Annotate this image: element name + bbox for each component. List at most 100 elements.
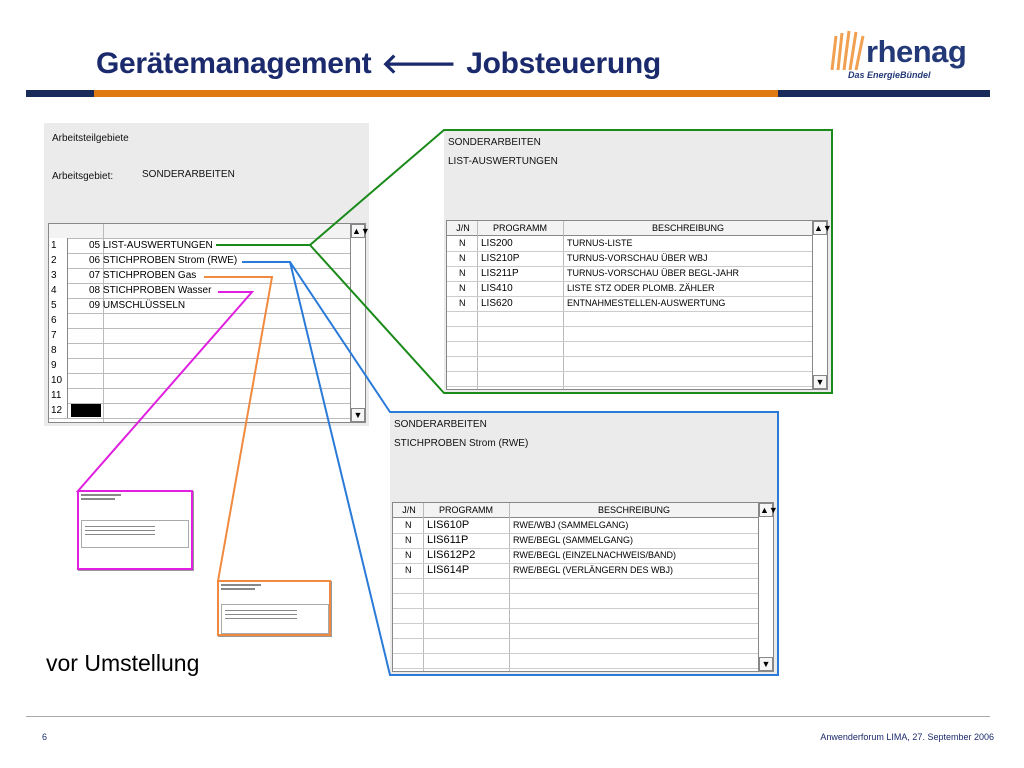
cell-desc: RWE/WBJ (SAMMELGANG) — [513, 520, 629, 530]
table-row[interactable]: 11 — [49, 388, 350, 404]
cell-desc: RWE/BEGL (SAMMELGANG) — [513, 535, 634, 545]
table-row[interactable]: 10 — [49, 373, 350, 389]
table-row[interactable] — [393, 593, 759, 609]
arbeitsgebiet-value: SONDERARBEITEN — [142, 169, 235, 180]
cell-jn: N — [459, 253, 466, 263]
column-divider — [563, 221, 564, 389]
selection-cursor — [71, 404, 101, 417]
table-row[interactable]: 6 — [49, 313, 350, 329]
table-row[interactable] — [447, 326, 813, 342]
row-name: 09 UMSCHLÜSSELN — [89, 300, 186, 311]
table-row[interactable]: 5 09 UMSCHLÜSSELN — [49, 298, 350, 314]
row-number: 5 — [49, 298, 68, 313]
row-number: 9 — [49, 358, 68, 373]
scroll-down-button[interactable]: ▼ — [813, 375, 827, 389]
table-row[interactable] — [393, 623, 759, 639]
row-number: 12 — [49, 403, 68, 418]
cell-prog: LIS200 — [481, 238, 513, 249]
scroll-up-button[interactable]: ▲▼ — [759, 503, 778, 517]
cell-prog: LIS620 — [481, 298, 513, 309]
column-divider — [423, 503, 424, 671]
table-row[interactable] — [447, 356, 813, 372]
column-header[interactable]: PROGRAMM — [493, 223, 547, 233]
cell-prog: LIS211P — [481, 268, 519, 279]
panel-line1: SONDERARBEITEN — [448, 137, 541, 148]
program-table: J/N PROGRAMM BESCHREIBUNG N LIS610P RWE/WBJ (… — [392, 502, 778, 672]
caption: vor Umstellung — [46, 650, 200, 676]
row-number: 7 — [49, 328, 68, 343]
table-header: J/N PROGRAMM BESCHREIBUNG — [447, 221, 813, 236]
cell-desc: ENTNAHMESTELLEN-AUSWERTUNG — [567, 298, 726, 308]
arbeitsgebiet-label: Arbeitsgebiet: — [52, 171, 114, 182]
column-header[interactable]: J/N — [402, 505, 416, 515]
column-header[interactable]: BESCHREIBUNG — [597, 505, 670, 515]
logo-fan-icon — [830, 30, 865, 71]
row-number: 6 — [49, 313, 68, 328]
column-header[interactable]: BESCHREIBUNG — [651, 223, 724, 233]
table-row[interactable] — [393, 608, 759, 624]
footer-event: Anwenderforum LIMA, 27. September 2006 — [820, 732, 994, 742]
column-header[interactable]: J/N — [456, 223, 470, 233]
panel-line2: STICHPROBEN Strom (RWE) — [394, 438, 529, 449]
logo-wordmark: rhenag — [866, 34, 967, 69]
cell-desc: LISTE STZ ODER PLOMB. ZÄHLER — [567, 283, 715, 293]
table-row[interactable] — [447, 341, 813, 357]
scroll-up-button[interactable]: ▲▼ — [813, 221, 832, 235]
cell-desc: TURNUS-LISTE — [567, 238, 633, 248]
table-row[interactable] — [393, 653, 759, 669]
cell-prog: LIS611P — [427, 534, 469, 546]
row-number: 1 — [49, 238, 68, 253]
cell-desc: TURNUS-VORSCHAU ÜBER BEGL-JAHR — [567, 268, 740, 278]
table-row[interactable] — [447, 311, 813, 327]
rhenag-logo: rhenag Das EnergieBündel — [826, 26, 986, 82]
row-number: 11 — [49, 388, 68, 403]
orange-connector — [204, 276, 331, 636]
row-number: 8 — [49, 343, 68, 358]
scroll-down-button[interactable]: ▼ — [351, 408, 365, 422]
scrollbar[interactable]: ▲▼ ▼ — [350, 224, 370, 422]
table-row[interactable]: 12 — [49, 403, 350, 419]
scrollbar[interactable]: ▲▼ ▼ — [812, 221, 832, 389]
thumbnail-gas — [218, 581, 332, 637]
cell-jn: N — [459, 298, 466, 308]
cell-jn: N — [459, 268, 466, 278]
title-left: Gerätemanagement — [96, 47, 372, 80]
table-row[interactable] — [393, 638, 759, 654]
column-divider — [509, 503, 510, 671]
table-row[interactable]: 7 — [49, 328, 350, 344]
scroll-up-button[interactable]: ▲▼ — [351, 224, 370, 238]
table-row[interactable]: N LIS620 ENTNAHMESTELLEN-AUSWERTUNG — [447, 296, 813, 312]
cell-jn: N — [405, 550, 412, 560]
scroll-down-button[interactable]: ▼ — [759, 657, 773, 671]
panel-line2: LIST-AUSWERTUNGEN — [448, 156, 558, 167]
scrollbar[interactable]: ▲▼ ▼ — [758, 503, 778, 671]
table-row[interactable] — [447, 371, 813, 387]
cell-prog: LIS410 — [481, 283, 513, 294]
row-number: 10 — [49, 373, 68, 388]
column-header[interactable]: PROGRAMM — [439, 505, 493, 515]
table-row[interactable] — [393, 578, 759, 594]
page-title: Gerätemanagement 🡐 Jobsteuerung — [96, 46, 661, 81]
blue-connector — [242, 261, 779, 676]
table-row[interactable]: 8 — [49, 343, 350, 359]
table-row[interactable]: N LIS211P TURNUS-VORSCHAU ÜBER BEGL-JAHR — [447, 266, 813, 282]
list-auswertungen-panel: SONDERARBEITEN LIST-AUSWERTUNGEN J/N PROG… — [444, 130, 832, 393]
row-number: 3 — [49, 268, 68, 283]
cell-prog: LIS610P — [427, 519, 470, 531]
cell-prog: LIS210P — [481, 253, 520, 264]
table-row[interactable]: 9 — [49, 358, 350, 374]
logo-tagline: Das EnergieBündel — [848, 70, 931, 80]
row-number: 2 — [49, 253, 68, 268]
